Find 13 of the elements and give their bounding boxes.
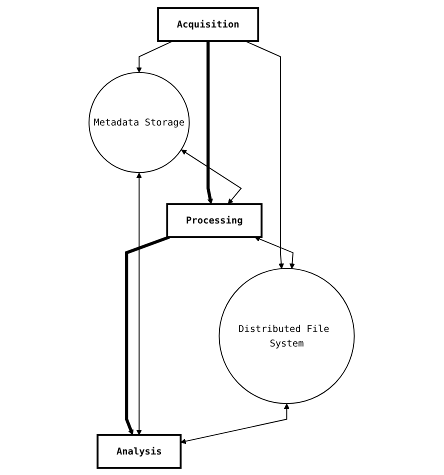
node-box: Processing bbox=[166, 202, 263, 238]
node-box: Analysis bbox=[96, 434, 182, 468]
node-circle: Distributed File System bbox=[219, 268, 356, 404]
arrow bbox=[180, 403, 290, 444]
arrow bbox=[125, 235, 170, 435]
node-box: Acquisition bbox=[157, 6, 260, 42]
arrow bbox=[136, 172, 142, 435]
arrow bbox=[206, 40, 214, 204]
node-circle: Metadata Storage bbox=[88, 71, 190, 173]
arrow bbox=[182, 149, 242, 204]
arrow bbox=[245, 40, 284, 268]
arrow bbox=[136, 40, 174, 72]
arrow bbox=[254, 236, 296, 268]
